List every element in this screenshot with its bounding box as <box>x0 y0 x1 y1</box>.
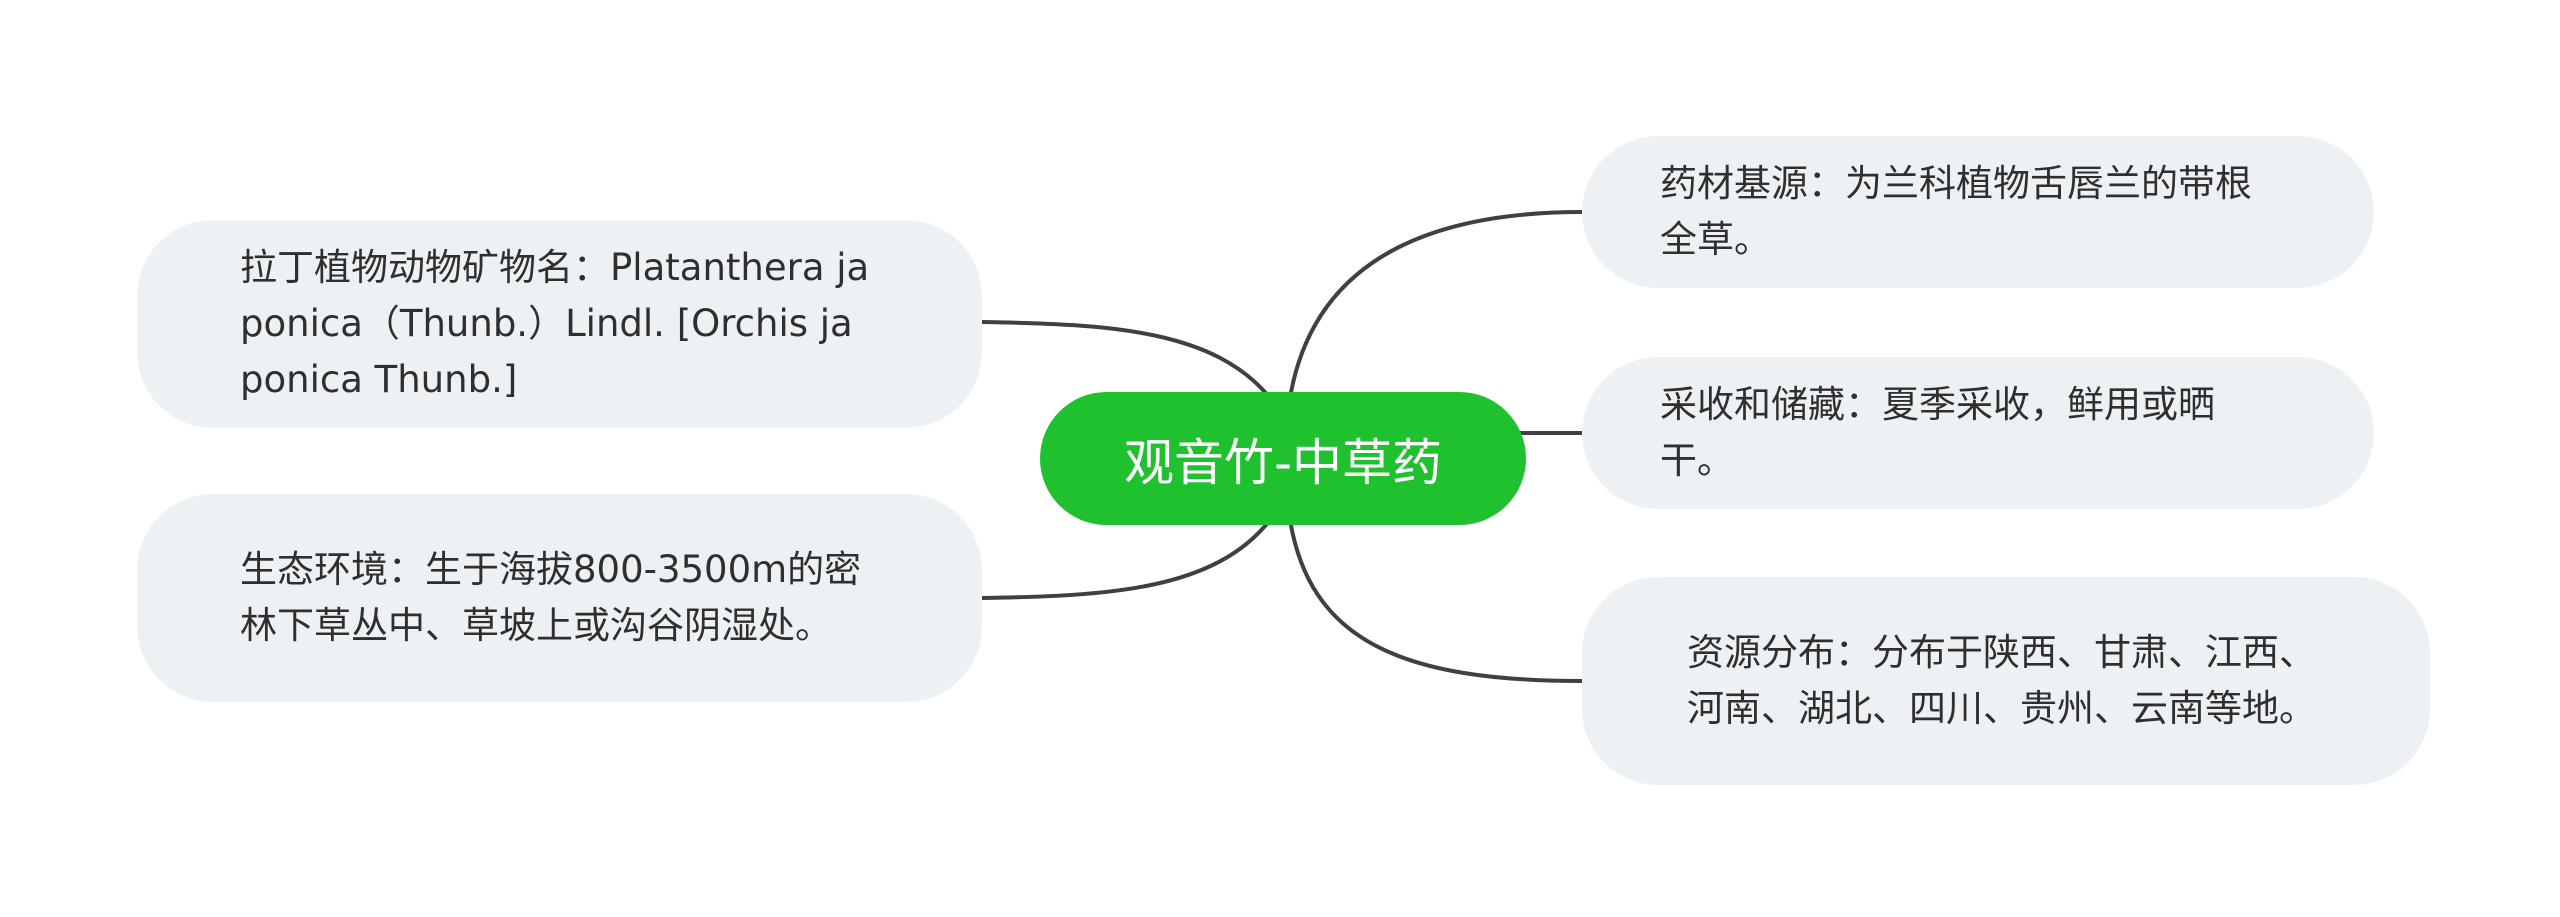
branch-harvest-storage[interactable]: 采收和储藏：夏季采收，鲜用或晒干。 <box>1582 357 2374 509</box>
connector-distribution <box>1288 519 1583 683</box>
branch-latin-name-label: 拉丁植物动物矿物名：Platanthera japonica（Thunb.）Li… <box>240 246 870 401</box>
branch-medicinal-source-label: 药材基源：为兰科植物舌唇兰的带根全草。 <box>1660 162 2252 261</box>
central-topic[interactable]: 观音竹-中草药 <box>1040 392 1526 525</box>
connector-habitat <box>981 518 1272 600</box>
central-topic-label: 观音竹-中草药 <box>1123 433 1443 492</box>
branch-habitat-label: 生态环境：生于海拔800-3500m的密林下草丛中、草坡上或沟谷阴湿处。 <box>240 548 862 647</box>
branch-distribution[interactable]: 资源分布：分布于陕西、甘肃、江西、河南、湖北、四川、贵州、云南等地。 <box>1582 577 2430 785</box>
connector-latin <box>981 320 1272 400</box>
branch-distribution-label: 资源分布：分布于陕西、甘肃、江西、河南、湖北、四川、贵州、云南等地。 <box>1687 631 2316 730</box>
branch-habitat[interactable]: 生态环境：生于海拔800-3500m的密林下草丛中、草坡上或沟谷阴湿处。 <box>137 494 982 702</box>
connector-source <box>1288 210 1583 399</box>
branch-harvest-storage-label: 采收和储藏：夏季采收，鲜用或晒干。 <box>1660 383 2215 482</box>
branch-medicinal-source[interactable]: 药材基源：为兰科植物舌唇兰的带根全草。 <box>1582 136 2374 288</box>
branch-latin-name[interactable]: 拉丁植物动物矿物名：Platanthera japonica（Thunb.）Li… <box>137 220 982 428</box>
